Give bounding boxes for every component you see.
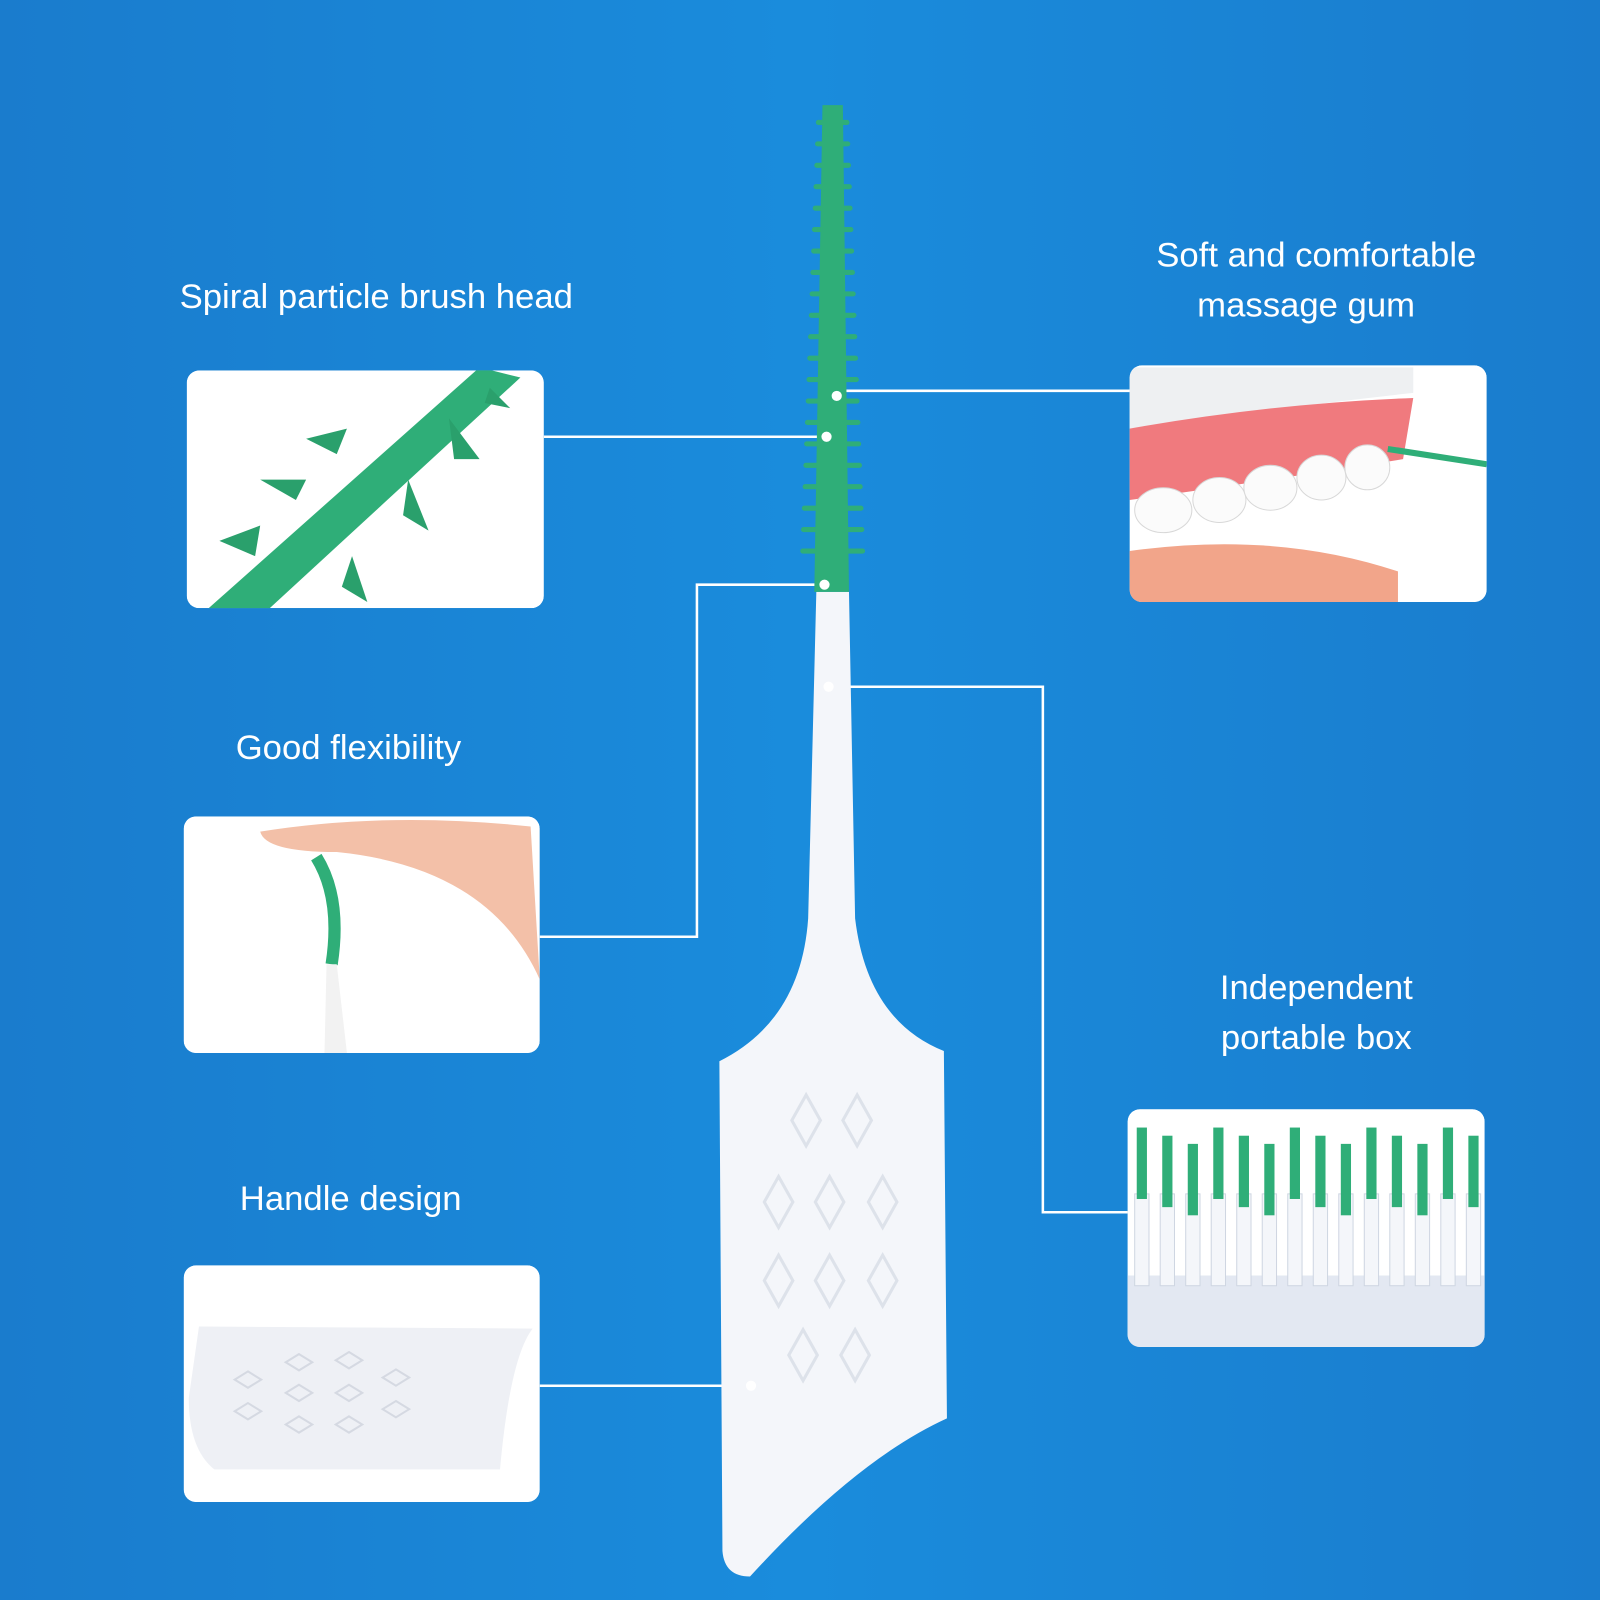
boxed-brush-head (1442, 1127, 1454, 1199)
label-massage-gum-line2: massage gum (1197, 286, 1415, 324)
boxed-brush-head (1340, 1143, 1352, 1216)
label-massage-gum-line1: Soft and comfortable (1156, 236, 1476, 274)
grip-diamond (762, 1251, 795, 1310)
boxed-brush-handle (1389, 1193, 1405, 1287)
grip-diamond (762, 1173, 795, 1231)
boxed-brush-head (1468, 1135, 1479, 1208)
card-brush-head (186, 370, 544, 609)
grip-diamond (283, 1352, 315, 1372)
grip-diamond (380, 1399, 412, 1419)
grip-diamond (283, 1415, 315, 1434)
interdental-brush-illustration (719, 105, 947, 1577)
grip-diamond (787, 1326, 820, 1384)
boxed-brush-head (1213, 1127, 1224, 1199)
boxed-brush-handle (1236, 1193, 1252, 1287)
boxed-brush-handle (1465, 1193, 1482, 1287)
label-brush-head: Spiral particle brush head (180, 278, 573, 316)
boxed-brush-handle (1159, 1193, 1175, 1287)
grip-diamond (380, 1368, 412, 1387)
connector-dot (823, 681, 834, 692)
label-flexibility: Good flexibility (236, 729, 462, 767)
connector-dot (745, 1380, 757, 1391)
boxed-brush-handle (1440, 1193, 1456, 1287)
boxed-brush-handle (1134, 1193, 1150, 1287)
grip-diamond (283, 1383, 315, 1403)
handle-grip-diamonds (762, 1091, 899, 1384)
connector-dot (821, 431, 832, 442)
grip-diamond (841, 1091, 874, 1150)
boxed-brush-head (1264, 1143, 1275, 1216)
boxed-brush-handle (1210, 1193, 1227, 1287)
boxed-brush-head (1238, 1135, 1249, 1208)
grip-diamond (333, 1415, 365, 1434)
connector-dot (831, 390, 842, 402)
grip-diamond (813, 1173, 846, 1231)
boxed-brush-head (1162, 1135, 1173, 1208)
grip-diamond (839, 1326, 872, 1384)
connector-lines (539, 389, 1130, 1387)
label-box-line1: Independent (1220, 969, 1413, 1007)
card-flexibility (183, 816, 540, 1054)
card-massage-gum (1129, 365, 1487, 603)
grip-diamond (813, 1251, 846, 1310)
grip-diamond (232, 1370, 264, 1389)
boxed-brush-head (1289, 1127, 1300, 1199)
boxed-brush-head (1391, 1135, 1403, 1208)
boxed-brush-head (1366, 1127, 1377, 1199)
label-handle: Handle design (240, 1180, 462, 1218)
grip-diamond (333, 1383, 365, 1403)
boxed-brush-head (1136, 1127, 1147, 1199)
card-portable-box (1127, 1109, 1485, 1347)
connector-dot (819, 579, 830, 590)
boxed-brush-head (1187, 1143, 1198, 1216)
boxed-brush-handle (1287, 1193, 1303, 1287)
grip-diamond (232, 1401, 264, 1421)
boxed-brush-head (1315, 1135, 1326, 1208)
grip-diamond (866, 1173, 899, 1231)
card-handle (183, 1265, 540, 1503)
brush-head (814, 105, 849, 592)
grip-diamond (866, 1251, 899, 1310)
boxed-brush-handle (1312, 1193, 1329, 1287)
boxed-brush-head (1417, 1143, 1428, 1216)
brush-handle (719, 591, 947, 1577)
boxed-brush-handle (1363, 1193, 1380, 1287)
label-box-line2: portable box (1221, 1019, 1412, 1057)
grip-diamond (333, 1350, 365, 1370)
grip-diamond (790, 1091, 823, 1150)
